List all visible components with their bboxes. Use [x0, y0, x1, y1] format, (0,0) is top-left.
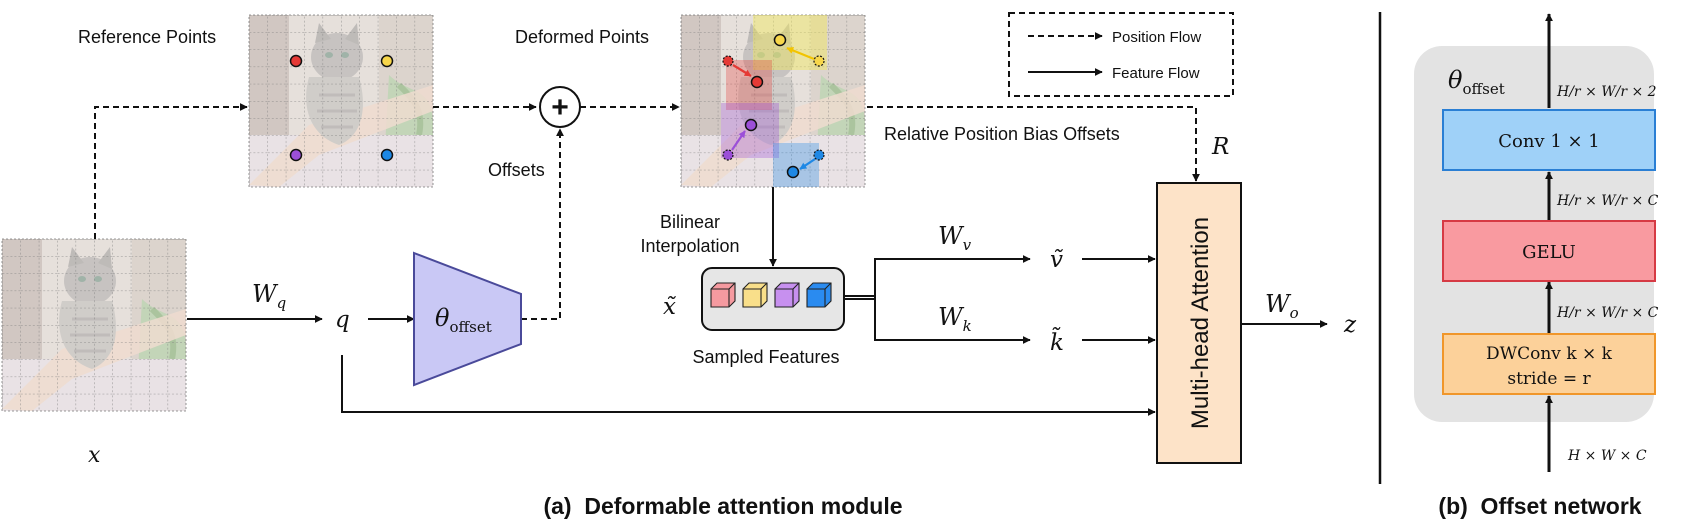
- relative-position-bias-label: Relative Position Bias Offsets: [884, 124, 1120, 144]
- legend-feature-flow: Feature Flow: [1112, 65, 1200, 82]
- wk-label: Wk: [938, 303, 972, 335]
- reference-point-red: [289, 54, 303, 68]
- sampled-features-label: Sampled Features: [692, 347, 839, 367]
- bilinear-label: Bilinear: [660, 212, 720, 232]
- legend: Position Flow Feature Flow: [1008, 12, 1234, 97]
- position-flow-relative-bias: [867, 106, 1200, 182]
- deformed-point-yellow: [773, 33, 787, 47]
- wv-label: Wv: [938, 222, 972, 254]
- position-flow-input-to-reference: [94, 103, 248, 239]
- interpolation-label: Interpolation: [640, 236, 739, 256]
- conv-1x1-label: Conv 1 × 1: [1498, 131, 1600, 152]
- dim-gelu-label: H/r × W/r × C: [1556, 193, 1659, 209]
- k-tilde-label: k̃: [1050, 326, 1064, 356]
- conv-1x1-block: [1442, 109, 1656, 171]
- reference-points-image: [249, 15, 433, 187]
- feature-flow-q-to-attention: [341, 355, 1156, 416]
- feature-flow-to-k: [845, 298, 1031, 344]
- dim-in-label: H × W × C: [1567, 448, 1647, 464]
- gelu-block: [1442, 220, 1656, 282]
- deformed-points-label: Deformed Points: [515, 27, 649, 47]
- wo-label: Wo: [1265, 290, 1299, 322]
- offsets-label: Offsets: [488, 160, 545, 180]
- gelu-label: GELU: [1522, 242, 1576, 263]
- theta-offset-label: θoffset: [435, 304, 492, 336]
- deformed-points-image: [681, 15, 865, 187]
- deformed-point-blue: [786, 165, 800, 179]
- x-tilde-label: x̃: [663, 294, 677, 320]
- v-tilde-label: ṽ: [1050, 247, 1063, 273]
- plus-icon: +: [539, 86, 581, 128]
- caption-b: (b) Offset network: [1438, 493, 1641, 519]
- deformed-point-purple: [744, 118, 758, 132]
- caption-a: (a) Deformable attention module: [543, 493, 902, 519]
- reference-point-blue: [380, 148, 394, 162]
- offset-network-trapezoid: [413, 251, 522, 387]
- q-label: q: [335, 307, 350, 333]
- panel-theta-offset-label: θoffset: [1448, 66, 1505, 98]
- r-label: R: [1211, 134, 1229, 160]
- deformed-point-red: [750, 75, 764, 89]
- reference-points-label: Reference Points: [78, 27, 216, 47]
- position-flow-offsets: [521, 128, 564, 320]
- dwconv-label-line1: DWConv k × k: [1486, 344, 1613, 364]
- z-label: z: [1343, 312, 1357, 338]
- dwconv-block: [1442, 333, 1656, 395]
- feature-cube-icon: [774, 282, 800, 308]
- feature-cube-icon: [710, 282, 736, 308]
- legend-position-flow: Position Flow: [1112, 29, 1201, 46]
- input-image: [2, 239, 186, 411]
- plus-symbol: +: [551, 91, 569, 124]
- reference-point-purple: [289, 148, 303, 162]
- input-x-label: x: [88, 443, 101, 468]
- dim-dwconv-label: H/r × W/r × C: [1556, 305, 1659, 321]
- feature-cube-icon: [742, 282, 768, 308]
- multi-head-attention-box: [1156, 182, 1242, 464]
- reference-point-yellow: [380, 54, 394, 68]
- dim-out-label: H/r × W/r × 2: [1556, 84, 1657, 100]
- feature-flow-to-v: [845, 255, 1031, 300]
- feature-cube-icon: [806, 282, 832, 308]
- dwconv-label-line2: stride = r: [1507, 369, 1591, 389]
- wq-label: Wq: [252, 280, 286, 312]
- multi-head-attention-label: Multi-head Attention: [1187, 217, 1214, 429]
- sampled-features-box: [701, 267, 845, 331]
